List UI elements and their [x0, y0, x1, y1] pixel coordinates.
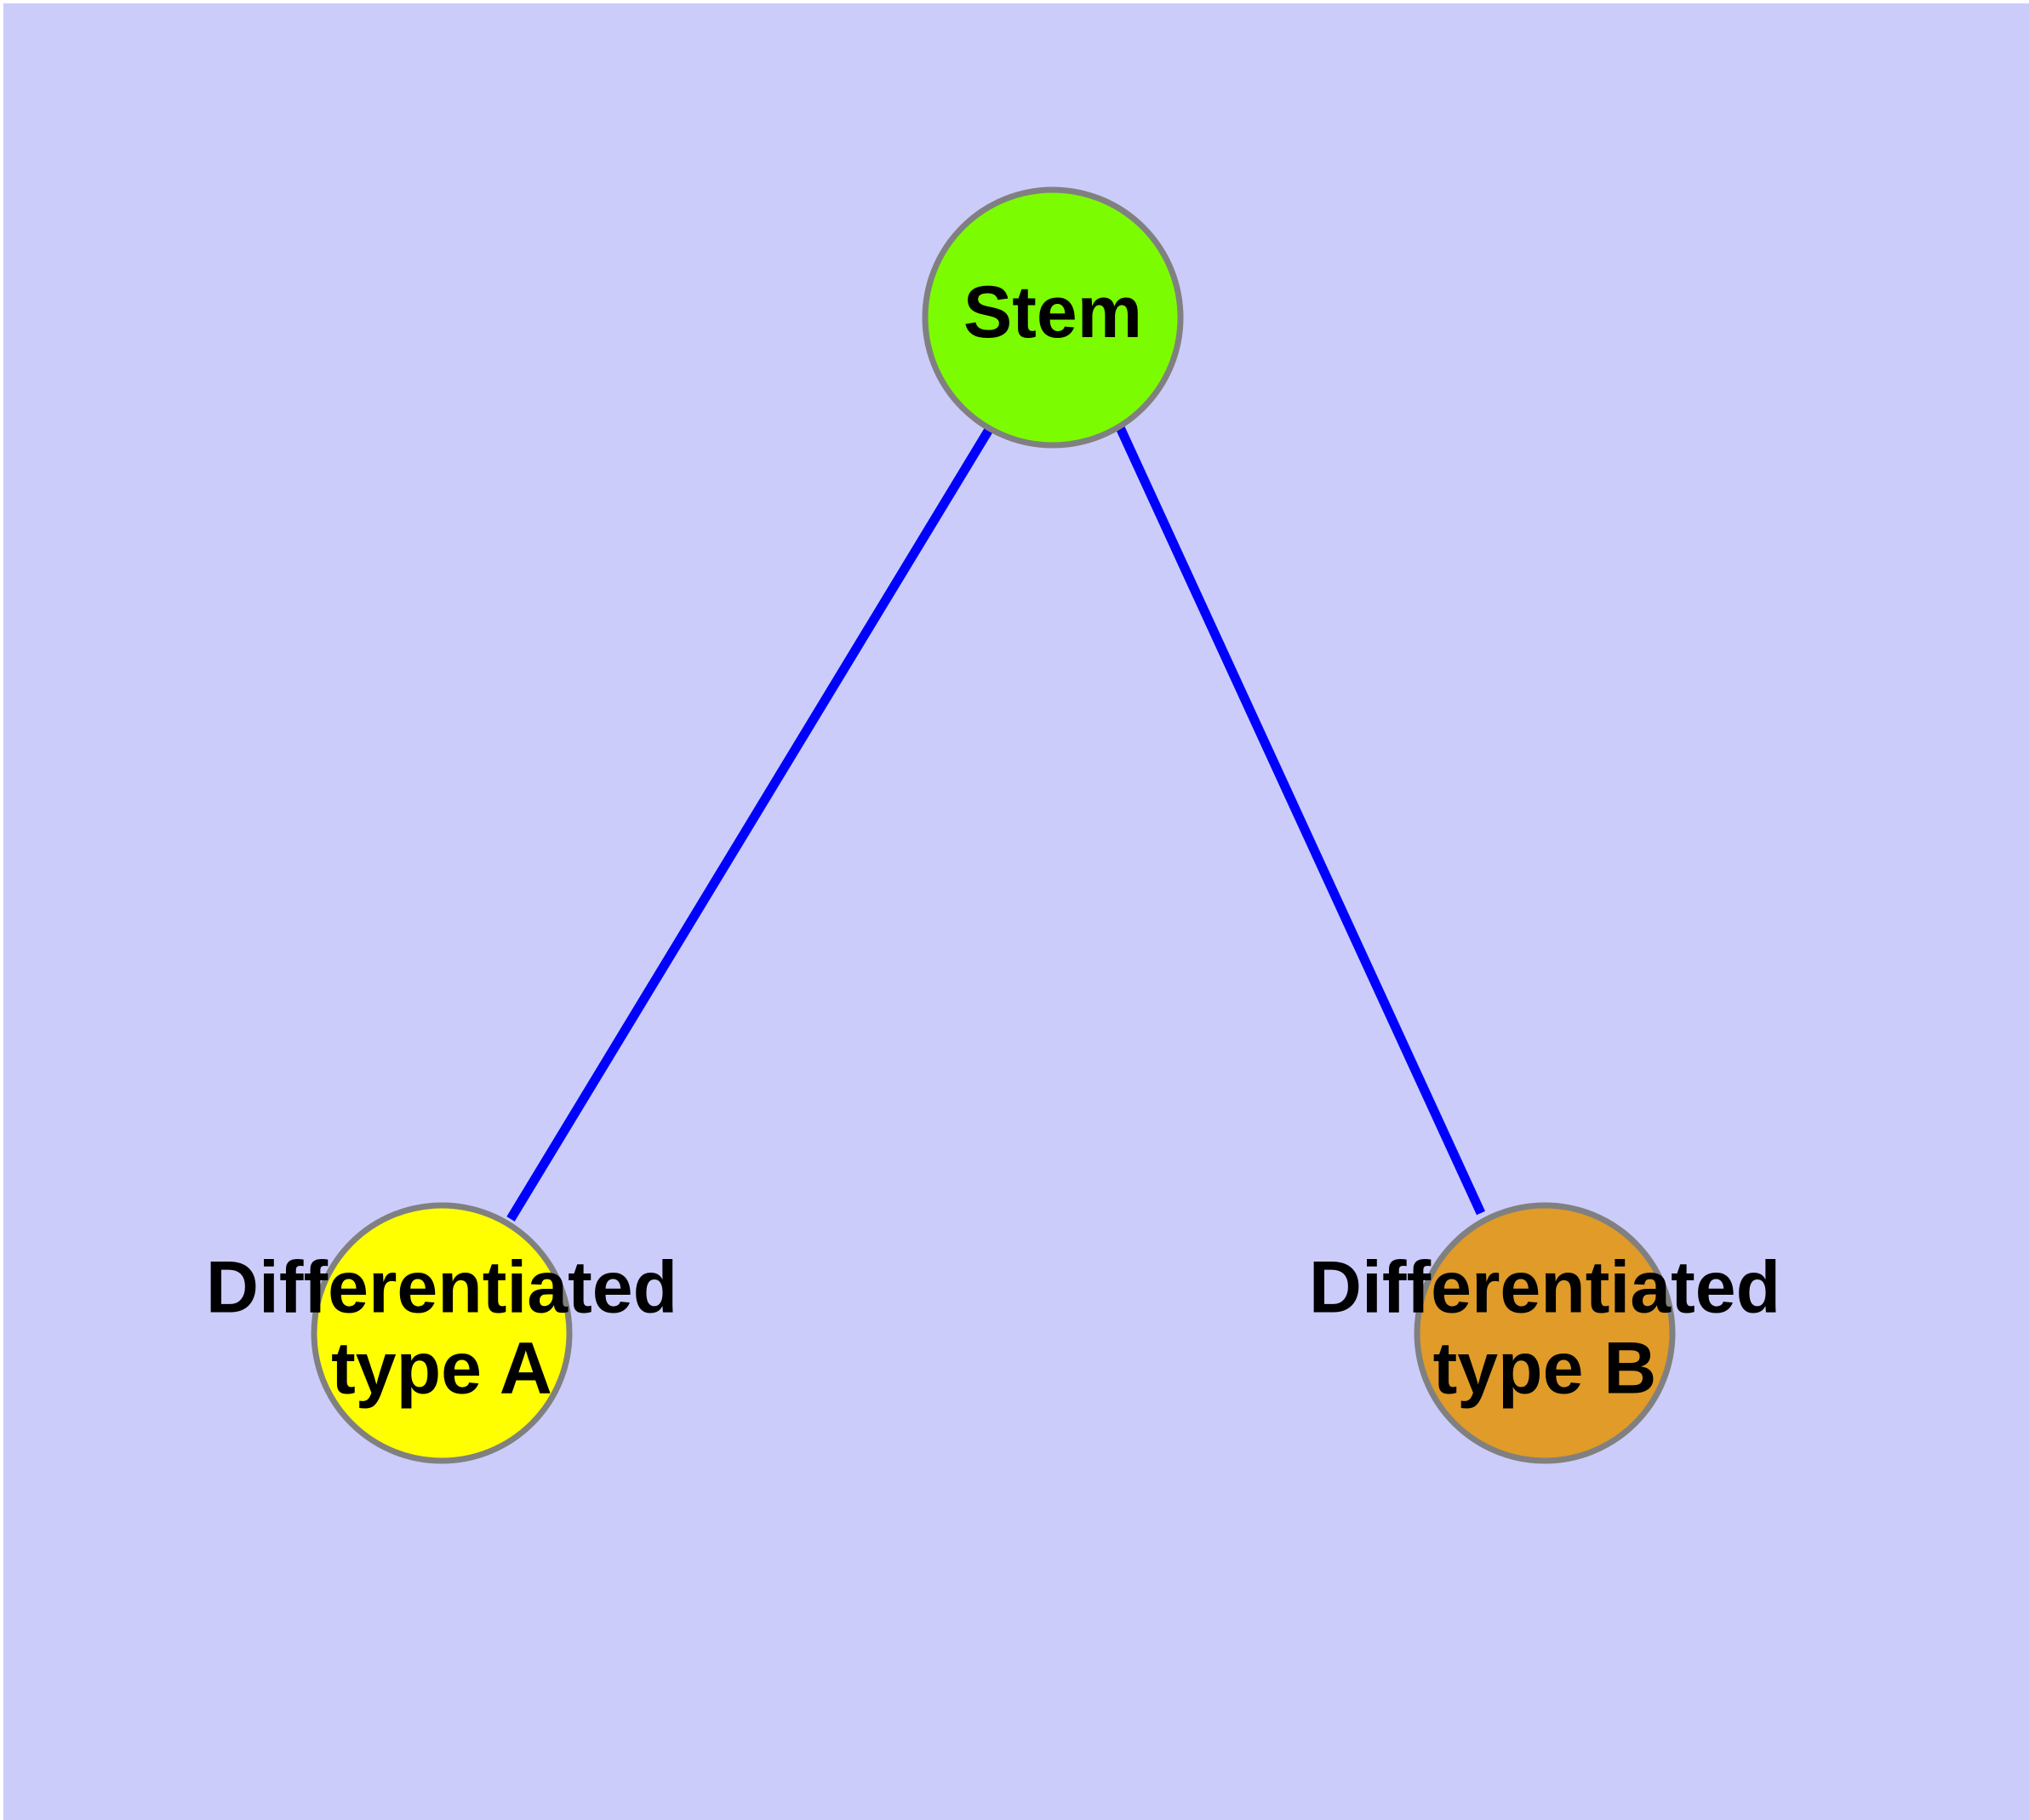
node-label-stem: Stem [963, 272, 1142, 353]
node-label-line: Differentiated [1309, 1246, 1780, 1328]
node-label-line: type B [1433, 1327, 1657, 1409]
node-diff_b[interactable] [1414, 1202, 1676, 1464]
edges-layer [506, 423, 1485, 1222]
node-diff_a[interactable] [311, 1202, 573, 1464]
node-label-line: Stem [963, 272, 1142, 353]
nodes-layer [311, 186, 1676, 1464]
edge-stem-diff-b[interactable] [1115, 423, 1485, 1216]
node-label-line: type A [331, 1327, 552, 1409]
node-stem[interactable] [922, 186, 1184, 449]
edge-stem-diff-a[interactable] [506, 426, 994, 1222]
node-label-line: Differentiated [206, 1246, 677, 1328]
